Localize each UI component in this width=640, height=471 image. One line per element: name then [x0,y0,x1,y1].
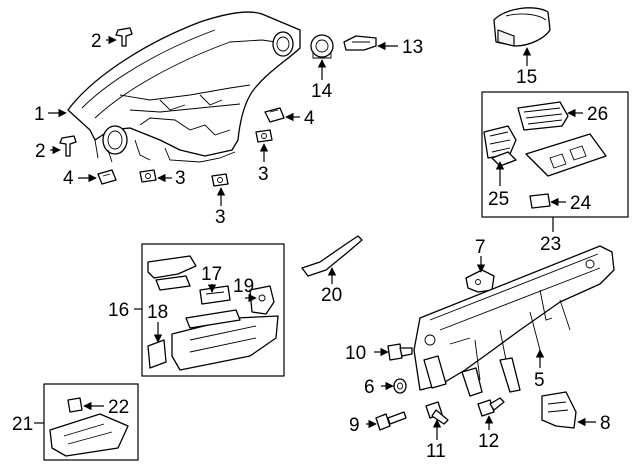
speed-nut-left [97,169,117,185]
callout-2-lower: 2 [35,141,46,162]
callout-11: 11 [426,441,446,462]
clip-fastener-lower [59,135,77,157]
callout-5: 5 [534,370,545,391]
glove-box-group [141,243,285,377]
bracket-7 [465,269,495,293]
clip-fastener-upper [115,27,133,47]
bolt-10 [387,343,413,361]
clip-3-a [139,169,157,183]
clip-3-c [211,173,229,187]
glove-box-latch-17 [199,285,231,305]
clip-22 [67,397,83,413]
callout-23: 23 [540,234,561,255]
vent-group-box [481,91,629,218]
bolt-9 [375,411,407,431]
clip-3-b [255,129,273,143]
trim-strip-20 [301,235,363,277]
air-vent-26 [517,101,569,131]
glove-box-stopper-18 [147,339,167,369]
glove-box-damper-19 [249,285,275,315]
callout-15: 15 [516,67,537,88]
bolt-11 [425,401,449,425]
speed-nut-right [264,107,285,123]
cross-car-beam [413,245,615,397]
callout-14: 14 [311,81,333,102]
callout-3-left: 3 [175,168,186,189]
callout-4-left: 4 [63,168,74,189]
glove-box-door [171,309,279,371]
callout-17: 17 [201,264,222,285]
glove-box-upper-bracket [147,255,197,291]
callout-9: 9 [349,415,360,436]
callout-4-right: 4 [304,108,315,129]
callout-3-right: 3 [258,164,269,185]
vent-panel [525,133,607,177]
bracket-8 [541,391,577,429]
cover-15 [493,7,551,47]
vent-clip-24 [529,193,551,209]
bolt-12 [477,397,505,417]
bracket-13 [343,35,377,51]
callout-21: 21 [12,414,33,435]
callout-16: 16 [108,300,129,321]
air-vent-left [483,125,517,159]
callout-6: 6 [364,377,375,398]
callout-1: 1 [34,104,45,125]
bracket-group-box [43,383,139,461]
callout-22: 22 [108,397,129,418]
callout-24: 24 [570,193,592,214]
washer-6 [393,378,407,394]
callout-12: 12 [478,431,499,452]
callout-13: 13 [402,37,423,58]
callout-3-bottom: 3 [215,207,226,228]
callout-2-upper: 2 [91,31,102,52]
bracket-tray-21 [49,413,129,457]
ignition-switch-bezel [310,34,334,59]
callout-20: 20 [321,285,342,306]
callout-25: 25 [488,189,509,210]
instrument-panel [67,11,301,163]
callout-19: 19 [233,276,254,297]
callout-10: 10 [345,343,366,364]
callout-7: 7 [475,237,486,258]
callout-18: 18 [147,302,168,323]
callout-26: 26 [587,104,608,125]
callout-8: 8 [600,413,611,434]
